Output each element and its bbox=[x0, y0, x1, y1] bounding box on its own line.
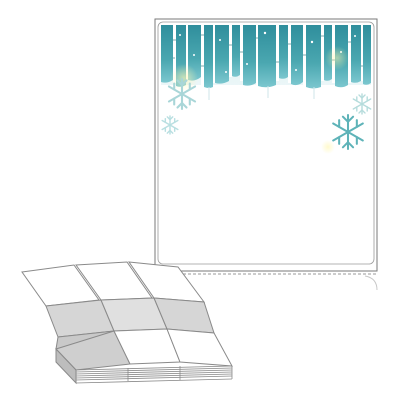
light-glow bbox=[170, 64, 198, 92]
top-label-row bbox=[21, 261, 206, 307]
fanfold-label-stack bbox=[21, 261, 233, 385]
label-sheet bbox=[154, 18, 378, 275]
light-glow bbox=[325, 46, 349, 70]
light-glow bbox=[321, 140, 335, 154]
label-stack-block bbox=[55, 328, 233, 385]
stack-edge-lines bbox=[75, 365, 233, 384]
